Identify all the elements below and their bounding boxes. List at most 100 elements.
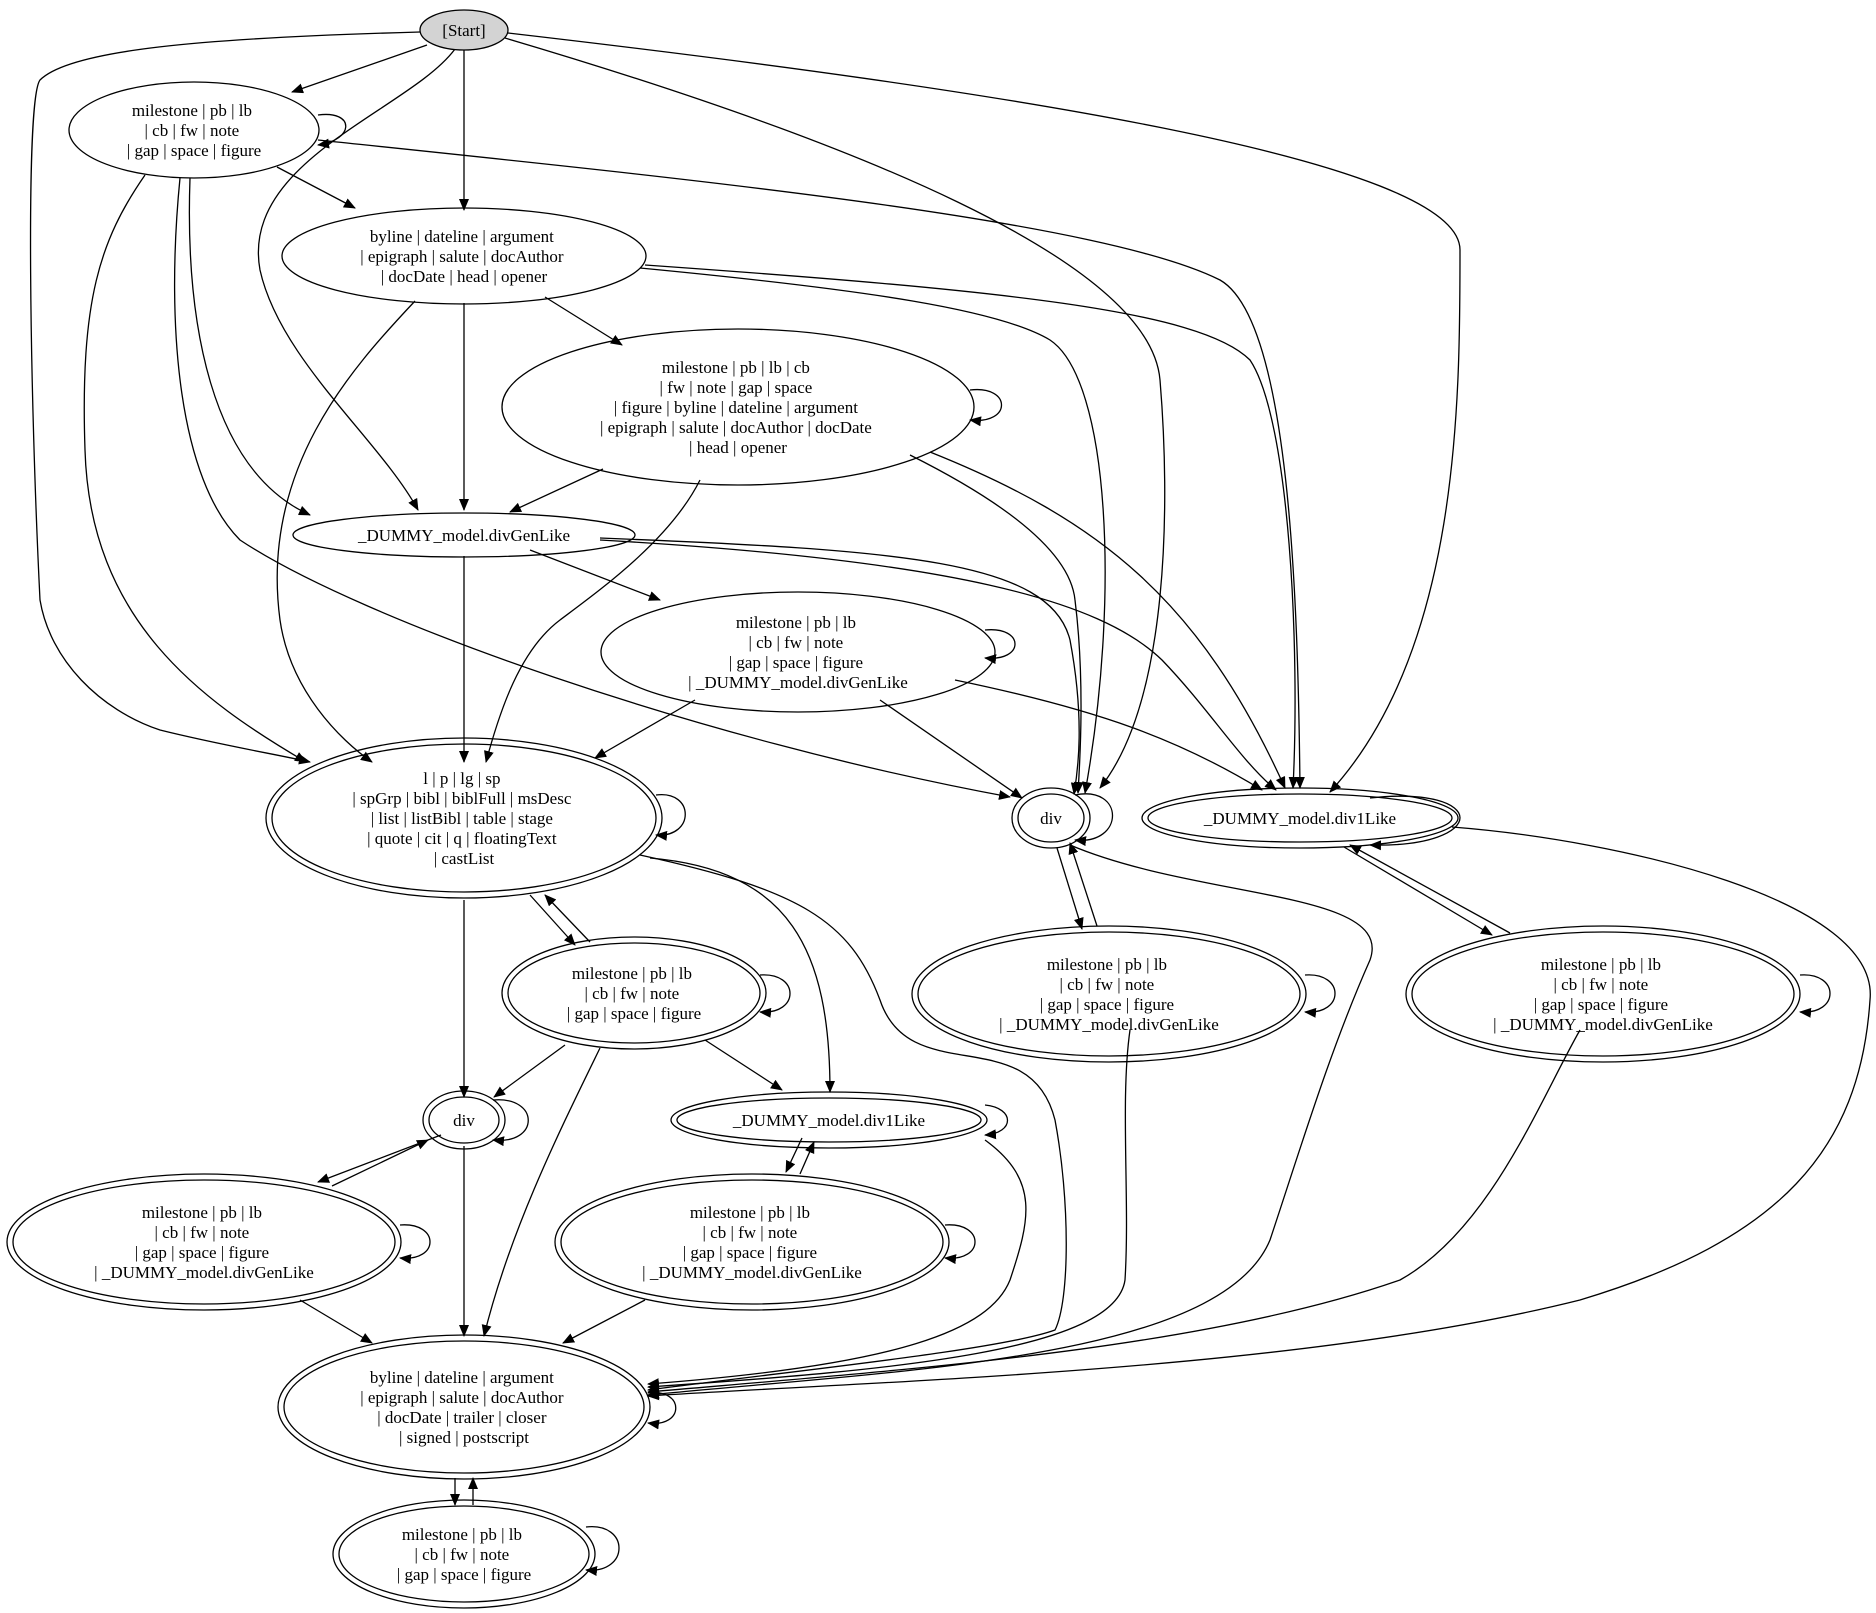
node-n14-line-3: | gap | space | figure	[135, 1243, 269, 1262]
edge-n17-n17	[585, 1526, 620, 1576]
node-n3-line-5: | head | opener	[689, 438, 787, 457]
edge-n15-n16	[562, 1299, 646, 1344]
node-n17-line-1: milestone | pb | lb	[402, 1525, 522, 1544]
edge-n3-n8	[929, 451, 1286, 789]
node-n2-line-3: | docDate | head | opener	[381, 267, 548, 286]
node-n15-line-1: milestone | pb | lb	[690, 1203, 810, 1222]
node-n9-line-2: | cb | fw | note	[1060, 975, 1155, 994]
node-n11-line-1: milestone | pb | lb	[572, 964, 692, 983]
edge-n7-n7	[1074, 793, 1113, 847]
node-n11[interactable]: milestone | pb | lb | cb | fw | note | g…	[501, 936, 767, 1050]
edge-n11-n6	[544, 894, 591, 943]
node-n5[interactable]: milestone | pb | lb | cb | fw | note | g…	[600, 591, 996, 713]
node-n17[interactable]: milestone | pb | lb | cb | fw | note | g…	[332, 1499, 596, 1609]
node-n6-line-1: l | p | lg | sp	[423, 769, 500, 788]
edge-n3-n7	[909, 454, 1084, 794]
node-n5-line-4: | _DUMMY_model.divGenLike	[688, 673, 908, 692]
edge-n11-n13	[704, 1039, 783, 1091]
edge-n1-n2	[276, 166, 356, 209]
svg-text:_DUMMY_model.div1Like: _DUMMY_model.div1Like	[1203, 809, 1396, 828]
edge-start-n4	[257, 48, 456, 511]
node-n5-line-3: | gap | space | figure	[729, 653, 863, 672]
node-start[interactable]: [Start]	[419, 9, 509, 51]
edge-n11-n12	[493, 1044, 566, 1098]
node-n3-line-3: | figure | byline | dateline | argument	[614, 398, 858, 417]
edge-n15-n13	[799, 1141, 815, 1175]
node-n5-line-1: milestone | pb | lb	[736, 613, 856, 632]
svg-text:milestone | pb | lb | cb: milestone | pb | lb | cb | fw | note | g…	[600, 358, 876, 457]
node-n9[interactable]: milestone | pb | lb | cb | fw | note | g…	[911, 925, 1307, 1063]
edge-n16-n16	[647, 1392, 677, 1430]
node-start-line-1: [Start]	[442, 21, 485, 40]
edge-n1-n4	[188, 177, 311, 516]
node-n6-line-3: | list | listBibl | table | stage	[371, 809, 553, 828]
svg-text:_DUMMY_model.div1Like: _DUMMY_model.div1Like	[732, 1111, 925, 1130]
node-n10-line-2: | cb | fw | note	[1554, 975, 1649, 994]
edge-n6-n16	[639, 854, 1067, 1394]
edges	[29, 31, 1871, 1576]
svg-text:milestone | pb | lb |: milestone | pb | lb | cb | fw | note | g…	[642, 1203, 862, 1282]
node-n6-line-5: | castList	[434, 849, 495, 868]
edge-n12-n12	[492, 1099, 529, 1147]
node-n12[interactable]: div	[422, 1090, 506, 1150]
edge-n6-n11	[529, 894, 576, 946]
node-n3[interactable]: milestone | pb | lb | cb | fw | note | g…	[501, 328, 975, 486]
node-n4-line-1: _DUMMY_model.divGenLike	[357, 526, 570, 545]
edge-n11-n11	[759, 974, 791, 1018]
edge-n10-n16	[647, 1029, 1581, 1397]
node-n4[interactable]: _DUMMY_model.divGenLike	[292, 512, 636, 558]
node-n3-line-2: | fw | note | gap | space	[659, 378, 812, 397]
edge-start-n8	[507, 32, 1461, 793]
node-n6[interactable]: l | p | lg | sp | spGrp | bibl | biblFul…	[265, 737, 663, 899]
node-n3-line-1: milestone | pb | lb | cb	[662, 358, 810, 377]
svg-text:milestone | pb | lb |: milestone | pb | lb | cb | fw | note | g…	[94, 1203, 314, 1282]
svg-text:div: div	[1040, 809, 1062, 828]
svg-text:byline | dateline | argument: byline | dateline | argument | epigraph …	[360, 227, 568, 286]
node-n11-line-2: | cb | fw | note	[585, 984, 680, 1003]
node-n10[interactable]: milestone | pb | lb | cb | fw | note | g…	[1405, 925, 1801, 1063]
node-n15-line-2: | cb | fw | note	[703, 1223, 798, 1242]
edge-start-n1	[291, 44, 428, 94]
edge-n14-n12	[331, 1139, 429, 1187]
edge-n1-n7	[173, 177, 1011, 800]
node-n11-line-3: | gap | space | figure	[567, 1004, 701, 1023]
edge-n2-n6	[276, 300, 416, 763]
node-n14-line-4: | _DUMMY_model.divGenLike	[94, 1263, 314, 1282]
node-n2[interactable]: byline | dateline | argument | epigraph …	[281, 207, 647, 305]
node-n13[interactable]: _DUMMY_model.div1Like	[670, 1091, 988, 1149]
svg-text:milestone | pb | lb |: milestone | pb | lb | cb | fw | note | g…	[999, 955, 1219, 1034]
edge-n4-n5	[529, 549, 661, 601]
node-n16-line-1: byline | dateline | argument	[370, 1368, 554, 1387]
node-n1-line-1: milestone | pb | lb	[132, 101, 252, 120]
edge-n13-n15	[785, 1137, 803, 1173]
node-n1[interactable]: milestone | pb | lb | cb | fw | note | g…	[68, 81, 320, 179]
edge-n6-n6	[655, 794, 686, 841]
svg-text:_DUMMY_model.divGenLike: _DUMMY_model.divGenLike	[357, 526, 570, 545]
edge-n5-n5	[984, 629, 1016, 665]
node-n5-line-2: | cb | fw | note	[749, 633, 844, 652]
node-n2-line-2: | epigraph | salute | docAuthor	[360, 247, 564, 266]
node-n3-line-4: | epigraph | salute | docAuthor | docDat…	[600, 418, 872, 437]
edge-n10-n8	[1349, 844, 1511, 934]
node-n14[interactable]: milestone | pb | lb | cb | fw | note | g…	[6, 1173, 402, 1311]
node-n9-line-1: milestone | pb | lb	[1047, 955, 1167, 974]
edge-n4-n7	[599, 537, 1081, 795]
node-n13-line-1: _DUMMY_model.div1Like	[732, 1111, 925, 1130]
node-n15[interactable]: milestone | pb | lb | cb | fw | note | g…	[554, 1173, 950, 1311]
node-n8[interactable]: _DUMMY_model.div1Like	[1141, 787, 1459, 849]
edge-start-n7	[504, 37, 1166, 789]
edge-n2-n8	[644, 264, 1299, 789]
svg-text:milestone | pb | lb |: milestone | pb | lb | cb | fw | note | g…	[1493, 955, 1713, 1034]
node-n8-line-1: _DUMMY_model.div1Like	[1203, 809, 1396, 828]
edge-n2-n7	[639, 267, 1106, 794]
node-n17-line-2: | cb | fw | note	[415, 1545, 510, 1564]
node-n7[interactable]: div	[1011, 787, 1091, 849]
node-n2-line-1: byline | dateline | argument	[370, 227, 554, 246]
node-n17-line-3: | gap | space | figure	[397, 1565, 531, 1584]
svg-text:l | p | lg | sp | spGr: l | p | lg | sp | spGrp | bibl | biblFul…	[352, 769, 575, 868]
node-n16[interactable]: byline | dateline | argument | epigraph …	[277, 1334, 651, 1480]
node-n10-line-4: | _DUMMY_model.divGenLike	[1493, 1015, 1713, 1034]
edge-n3-n6	[484, 479, 701, 763]
node-n16-line-4: | signed | postscript	[399, 1428, 529, 1447]
